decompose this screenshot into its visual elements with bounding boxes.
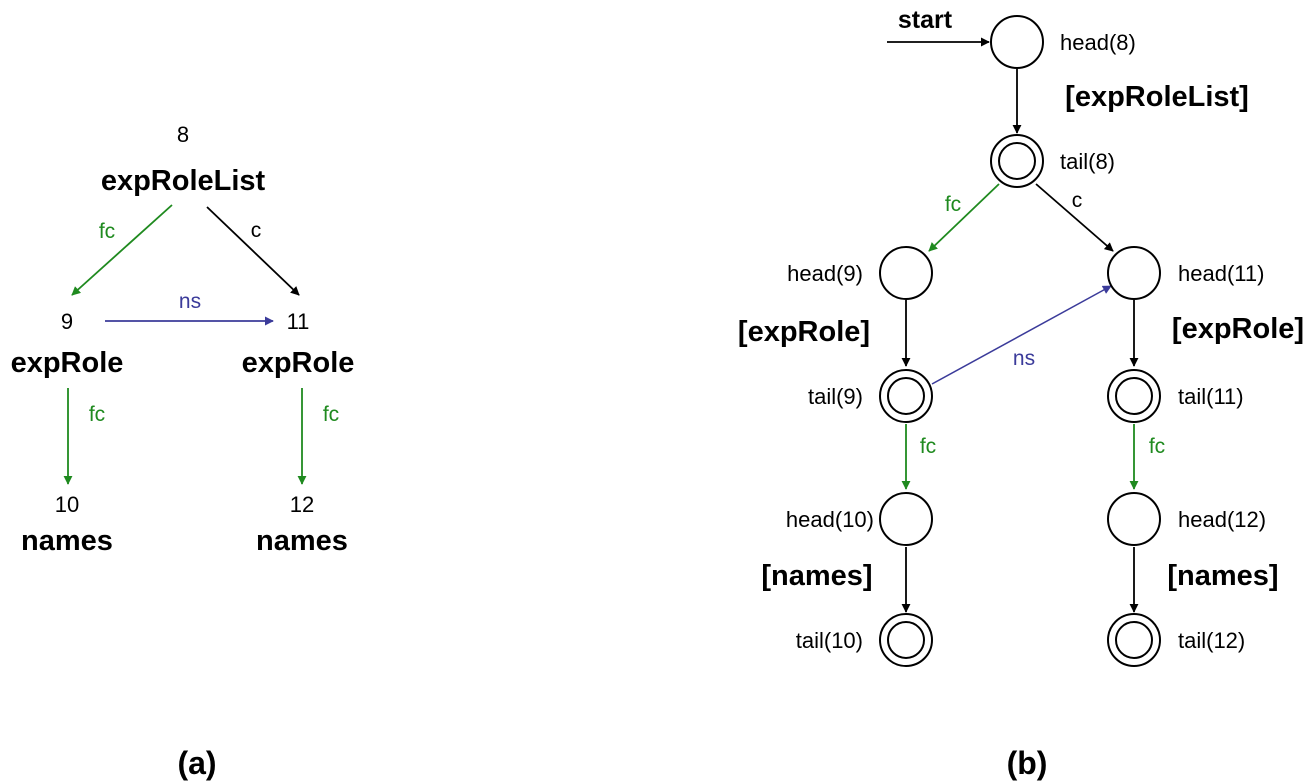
node-8-number: 8 [177, 122, 189, 147]
state-head12-label: head(12) [1178, 507, 1266, 532]
state-tail9: tail(9) [808, 369, 933, 423]
node-10-number: 10 [55, 492, 79, 517]
transition-t9-h11 [931, 285, 1112, 385]
node-10-name: names [21, 525, 113, 557]
node-8-name: expRoleList [101, 165, 266, 197]
state-head11: head(11) [1107, 246, 1264, 300]
transition-t8-h11 [1035, 183, 1114, 252]
state-tail10-label: tail(10) [796, 628, 863, 653]
state-tail12: tail(12) [1107, 613, 1245, 667]
transition-t9-h10-label: fc [920, 435, 936, 458]
state-head9: head(9) [787, 246, 933, 300]
state-head8: head(8) [990, 15, 1136, 69]
node-9-name: expRole [11, 347, 124, 379]
transition-t9-h11-label: ns [1013, 347, 1035, 370]
panel-b: start [expRoleList] fc c [expRole] ns fc… [738, 6, 1304, 781]
transition-t11-h12-label: fc [1149, 435, 1165, 458]
state-head10-label: head(10) [786, 507, 874, 532]
state-tail10: tail(10) [796, 613, 933, 667]
state-tail11: tail(11) [1107, 369, 1244, 423]
node-12-name: names [256, 525, 348, 557]
state-head9-label: head(9) [787, 261, 863, 286]
edge-8-11 [206, 206, 300, 296]
transition-h10-t10-label: [names] [761, 560, 872, 592]
node-9-number: 9 [61, 309, 73, 334]
node-11-number: 11 [287, 309, 310, 334]
panel-a-caption: (a) [177, 745, 216, 781]
state-tail11-label: tail(11) [1178, 384, 1244, 409]
state-head10: head(10) [786, 492, 933, 546]
edge-8-11-label: c [251, 219, 262, 242]
node-12-number: 12 [290, 492, 314, 517]
edge-9-11-label: ns [179, 290, 201, 313]
state-tail8: tail(8) [990, 134, 1115, 188]
panel-b-caption: (b) [1007, 745, 1048, 781]
state-tail9-label: tail(9) [808, 384, 863, 409]
panel-a: 8 expRoleList 9 expRole 11 expRole 10 na… [11, 122, 355, 781]
edge-8-9-label: fc [99, 220, 115, 243]
transition-h9-t9-label: [expRole] [738, 316, 870, 348]
transition-h11-t11-label: [expRole] [1172, 313, 1304, 345]
edge-9-10-label: fc [89, 403, 105, 426]
edge-8-9 [71, 204, 173, 296]
edge-11-12-label: fc [323, 403, 339, 426]
transition-h12-t12-label: [names] [1167, 560, 1278, 592]
state-head12: head(12) [1107, 492, 1266, 546]
transition-t8-h9 [928, 183, 1000, 252]
transition-t8-h9-label: fc [945, 193, 961, 216]
start-label: start [898, 6, 953, 34]
transition-t8-h11-label: c [1072, 189, 1083, 212]
node-11-name: expRole [242, 347, 355, 379]
state-tail8-label: tail(8) [1060, 149, 1115, 174]
state-tail12-label: tail(12) [1178, 628, 1245, 653]
state-head11-label: head(11) [1178, 261, 1264, 286]
transition-h8-t8-label: [expRoleList] [1065, 81, 1249, 113]
state-head8-label: head(8) [1060, 30, 1136, 55]
